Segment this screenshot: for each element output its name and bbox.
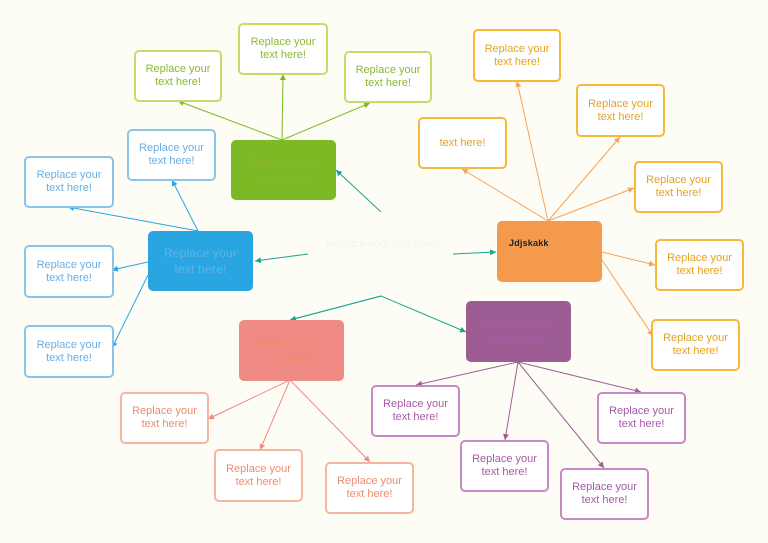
connector-purple-leaf-2 [503,361,519,441]
peach-leaf-1[interactable]: Replace your text here! [120,392,209,444]
connector-blue-leaf-1 [171,179,199,232]
purple-leaf-4[interactable]: Replace your text here! [597,392,686,444]
connector-blue-leaf-2 [67,205,199,232]
connector-green-leaf-3 [281,102,371,141]
connector-orange-leaf-5 [601,251,656,267]
main-topic-orange[interactable]: Jdjskakk [497,221,602,282]
purple-leaf-2[interactable]: Replace your text here! [460,440,549,492]
connector-center-green [335,169,382,213]
peach-leaf-3[interactable]: Replace your text here! [325,462,414,514]
orange-leaf-2[interactable]: text here! [418,117,507,169]
orange-leaf-6[interactable]: Replace your text here! [651,319,740,371]
connector-orange-leaf-3 [547,136,621,222]
connector-orange-leaf-4 [547,187,635,222]
orange-leaf-5[interactable]: Replace your text here! [655,239,744,291]
connector-green-leaf-2 [279,73,286,141]
orange-leaf-1[interactable]: Replace your text here! [473,29,561,82]
connector-orange-leaf-6 [601,259,654,337]
connector-center-peach [289,295,382,322]
blue-leaf-2[interactable]: Replace your text here! [24,156,114,208]
connector-purple-leaf-1 [415,361,519,387]
connector-orange-leaf-2 [461,168,549,222]
peach-leaf-2[interactable]: Replace your text here! [214,449,303,502]
blue-leaf-1[interactable]: Replace your text here! [127,129,216,181]
orange-leaf-4[interactable]: Replace your text here! [634,161,723,213]
green-leaf-1[interactable]: Replace your text here! [134,50,222,102]
orange-leaf-3[interactable]: Replace your text here! [576,84,665,137]
main-topic-peach[interactable]: Replace your text here! [239,320,344,381]
connector-purple-leaf-3 [517,361,605,469]
main-topic-green[interactable]: Replace your text here! [231,140,336,200]
green-leaf-2[interactable]: Replace your text here! [238,23,328,75]
connector-blue-leaf-4 [111,274,149,349]
blue-leaf-4[interactable]: Replace your text here! [24,325,114,378]
connector-center-orange [452,249,497,256]
connector-peach-leaf-1 [207,379,291,420]
purple-leaf-1[interactable]: Replace your text here! [371,385,460,437]
connector-peach-leaf-2 [259,379,291,451]
blue-leaf-3[interactable]: Replace your text here! [24,245,114,298]
connector-blue-leaf-3 [111,261,149,272]
green-leaf-3[interactable]: Replace your text here! [344,51,432,103]
purple-leaf-3[interactable]: Replace your text here! [560,468,649,520]
connector-peach-leaf-3 [289,379,371,463]
main-topic-purple[interactable]: Replace your text here! [466,301,571,362]
center-topic[interactable]: Replace your text here! [325,238,439,250]
connector-center-blue [254,253,309,264]
connector-orange-leaf-1 [515,80,549,222]
connector-purple-leaf-4 [517,361,642,394]
connector-green-leaf-1 [177,100,283,141]
main-topic-blue[interactable]: Replace your text here! [148,231,253,291]
